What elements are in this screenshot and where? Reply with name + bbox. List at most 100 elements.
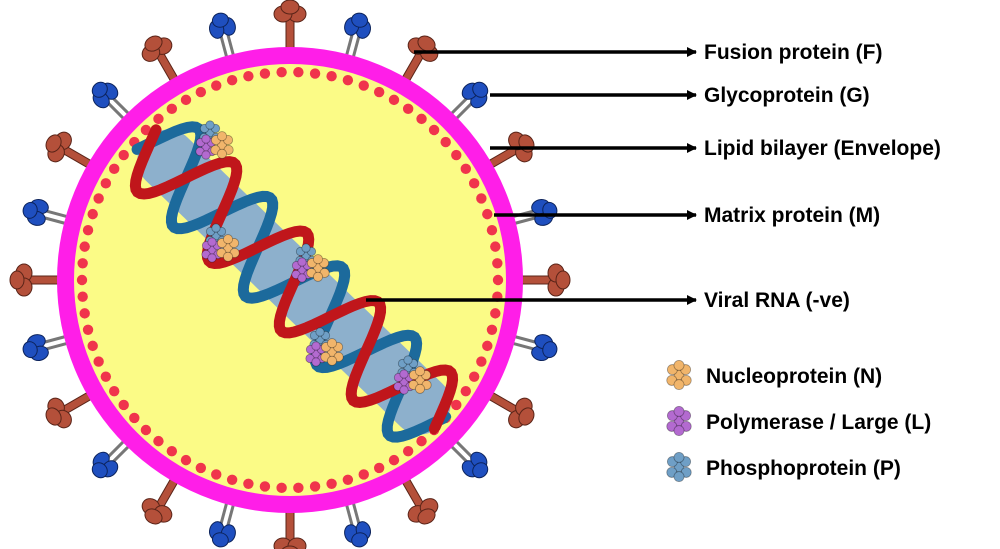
matrix-protein-dot [140,424,152,436]
glycoprotein-spike [273,0,307,53]
matrix-protein-dot [77,291,88,302]
protein-cluster [201,223,240,263]
protein-cluster [393,355,432,395]
matrix-protein-dot [87,340,98,352]
matrix-protein-dot [77,258,88,269]
matrix-protein-dot [293,482,304,494]
label-glycoprotein: Glycoprotein (G) [704,84,870,107]
matrix-protein-dot [482,208,493,220]
matrix-protein-dot [326,478,337,489]
polymerase-icon [666,406,692,436]
label-fusion-protein: Fusion protein (F) [704,41,883,64]
matrix-protein-dot [460,163,471,175]
matrix-protein-dot [451,149,462,161]
fusion-protein-spike [209,498,236,548]
matrix-protein-dot [243,478,254,489]
matrix-protein-dot [326,71,337,82]
matrix-protein-dot [259,68,271,79]
fusion-protein-spike [508,334,558,361]
matrix-protein-dot [276,482,287,494]
matrix-protein-dot [195,462,207,474]
glycoprotein-spike [399,474,439,525]
fusion-protein-spike [22,199,72,226]
legend-label-nucleoprotein: Nucleoprotein (N) [706,365,883,388]
matrix-protein-dot [129,412,140,424]
fusion-protein-spike [344,12,371,62]
protein-cluster [195,120,234,160]
matrix-protein-dot [226,474,238,485]
matrix-protein-dot [79,308,90,319]
matrix-protein-dot [486,225,498,236]
matrix-protein-dot [402,445,414,457]
matrix-protein-dot [490,241,501,252]
fusion-protein-spike [91,437,133,479]
phosphoprotein-icon [666,452,692,482]
label-arrows [366,47,697,305]
matrix-protein-dot [342,75,354,86]
glycoprotein-spike [141,474,181,525]
matrix-protein-dot [87,208,98,220]
fusion-protein-spike [447,437,489,479]
matrix-protein-dot [451,399,462,411]
viral-rna-helix [129,121,459,443]
matrix-protein-dot [93,356,104,367]
glycoprotein-spike [517,263,571,297]
matrix-protein-dot [440,136,451,148]
matrix-protein-dot [309,481,321,492]
fusion-protein-spike [344,498,371,548]
matrix-protein-dot [166,445,178,457]
matrix-protein-dot [486,324,498,335]
matrix-protein-dot [388,94,400,106]
fusion-protein-spike [447,81,489,123]
matrix-protein-dot [460,385,471,397]
protein-clusters [195,120,432,395]
label-viral-rna: Viral RNA (-ve) [704,289,850,312]
matrix-protein-dot [276,66,287,78]
matrix-protein-dot [195,86,207,98]
matrix-protein-dot [476,356,487,367]
matrix-protein-dot [358,80,369,91]
matrix-protein-dot [211,80,222,91]
label-lipid-bilayer: Lipid bilayer (Envelope) [704,137,941,160]
matrix-protein-dot [76,274,88,286]
matrix-protein-dot [82,324,94,335]
matrix-protein-dot [416,435,427,447]
matrix-protein-dot [100,178,112,189]
matrix-protein-dot [388,454,400,466]
protein-cluster [291,243,330,283]
matrix-protein-dot [373,86,385,98]
glycoprotein-spike [273,507,307,549]
matrix-protein-dot [180,94,192,106]
matrix-protein-dot [226,75,238,86]
nucleoprotein-icon [666,360,692,390]
matrix-protein-dot [342,474,354,485]
matrix-protein-dot [211,469,222,480]
matrix-protein-dot [476,193,487,204]
legend-label-polymerase: Polymerase / Large (L) [706,411,932,434]
matrix-protein-dot [153,113,164,125]
matrix-protein-ring [76,66,504,494]
matrix-protein-dot [100,371,112,382]
matrix-protein-dot [416,113,427,125]
glycoprotein-spike [9,263,63,297]
matrix-protein-dot [79,241,90,252]
matrix-protein-dot [259,481,271,492]
fusion-protein-spike [209,12,236,62]
matrix-protein-dot [402,103,414,115]
label-matrix-protein: Matrix protein (M) [704,204,881,227]
matrix-protein-dot [373,462,385,474]
matrix-protein-dot [82,225,94,236]
matrix-protein-dot [490,308,501,319]
glycoprotein-spike [141,35,181,86]
matrix-protein-dot [140,124,152,136]
matrix-protein-dot [118,399,129,411]
matrix-protein-dot [180,454,192,466]
matrix-protein-dot [243,71,254,82]
protein-cluster [305,327,344,367]
matrix-protein-dot [482,340,493,352]
matrix-protein-dot [358,469,369,480]
glycoprotein-spike [45,131,96,171]
matrix-protein-dot [93,193,104,204]
matrix-protein-dot [468,371,480,382]
matrix-protein-dot [109,385,120,397]
